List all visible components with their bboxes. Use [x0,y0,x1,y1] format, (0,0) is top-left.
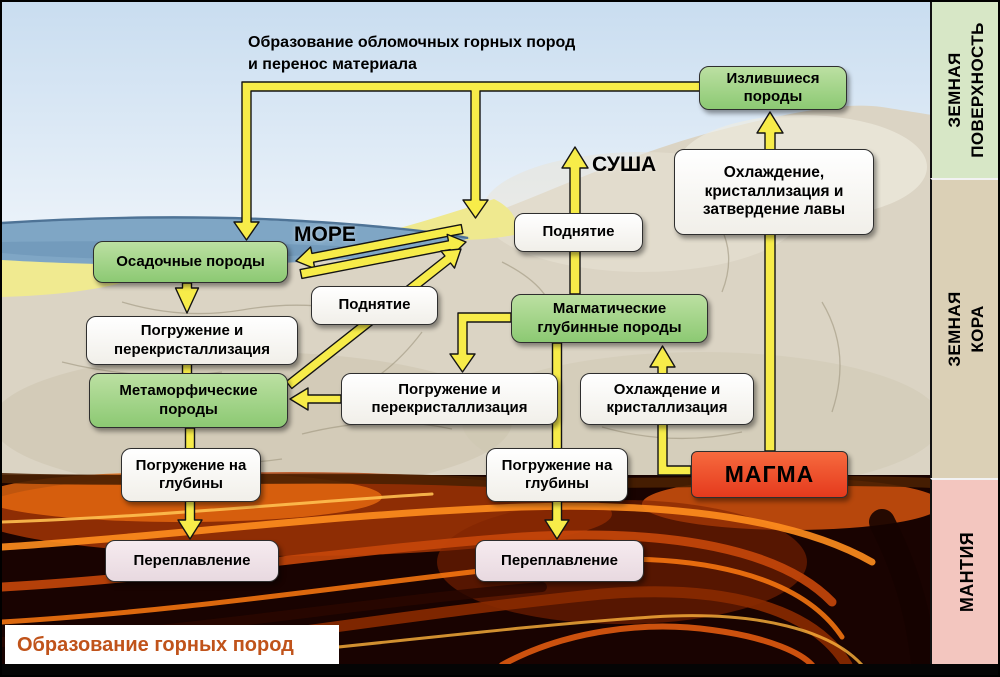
node-intrusive-rocks: Магматические глубинные породы [511,294,708,343]
arrow-sedimentary-down [174,282,200,314]
node-extrusive-rocks: Излившиеся породы [699,66,847,110]
arrow-recryst-to-metamorphic [289,387,342,411]
sidebar-label-surface: ЗЕМНАЯ ПОВЕРХНОСТЬ [945,22,987,158]
land-label: СУША [592,153,657,176]
node-uplift-left: Поднятие [311,286,438,325]
node-metamorphic-rocks: Метаморфические породы [89,373,288,428]
node-subsidence-depth-left: Погружение на глубины [121,448,261,502]
node-sedimentary-rocks: Осадочные породы [93,241,288,283]
sidebar-section-surface: ЗЕМНАЯ ПОВЕРХНОСТЬ [930,2,998,178]
sea-label: МОРЕ [294,223,356,246]
sidebar-label-crust: ЗЕМНАЯ КОРА [945,291,987,367]
node-subsidence-recryst-left: Погружение и перекристаллизация [86,316,298,365]
node-subsidence-recryst-center: Погружение и перекристаллизация [341,373,558,425]
sidebar-section-crust: ЗЕМНАЯ КОРА [930,178,998,478]
node-remelting-right: Переплавление [475,540,644,582]
bottom-black-bar [2,664,998,675]
arrow-weathering-transport [233,81,701,241]
weathering-note: Образование обломочных горных пород и пе… [248,34,576,73]
node-subsidence-depth-right: Погружение на глубины [486,448,628,502]
node-magma: МАГМА [691,451,848,498]
sidebar-label-mantle: МАНТИЯ [956,531,977,613]
arrow-magma-to-extrusive [756,111,784,452]
diagram-title: Образование горных пород [5,625,339,665]
node-cooling-crystallization: Охлаждение и кристаллизация [580,373,754,425]
node-lava-cooling: Охлаждение, кристаллизация и затвердение… [674,149,874,235]
node-remelting-left: Переплавление [105,540,279,582]
arrow-intrusive-to-recryst [449,312,512,373]
sidebar-section-mantle: МАНТИЯ [930,478,998,664]
arrow-sea-to-sedimentary [295,223,464,270]
arrow-intrusive-to-remelt [544,342,570,540]
node-uplift-right: Поднятие [514,213,643,252]
